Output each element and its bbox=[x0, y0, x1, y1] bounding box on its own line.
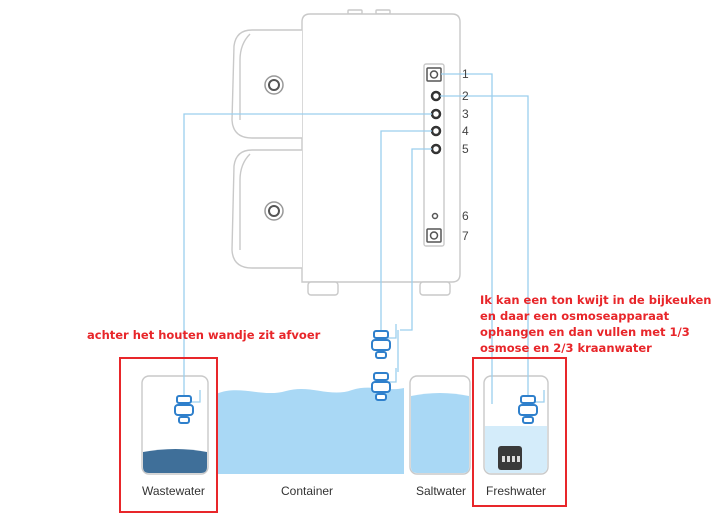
freshwater-highlight-box bbox=[472, 357, 567, 507]
port-label-7: 7 bbox=[462, 229, 469, 243]
machine-foot bbox=[307, 281, 339, 296]
port-label-5: 5 bbox=[462, 142, 469, 156]
saltwater-tank bbox=[409, 375, 471, 475]
pipe-port-5 bbox=[400, 148, 432, 331]
panel-ports bbox=[426, 67, 442, 243]
hose-connector bbox=[174, 395, 194, 424]
wastewater-label: Wastewater bbox=[142, 484, 205, 498]
hose-connector bbox=[371, 330, 391, 359]
machine-unit bbox=[231, 9, 461, 296]
port-2-socket bbox=[430, 90, 442, 102]
port-label-1: 1 bbox=[462, 67, 469, 81]
pipe-port-1 bbox=[441, 73, 493, 404]
saltwater-label: Saltwater bbox=[416, 484, 467, 498]
bracket bbox=[387, 324, 397, 339]
kitchen-note-line-3: ophangen en dan vullen met 1/3 bbox=[480, 325, 690, 339]
pipe-port-3 bbox=[183, 113, 432, 396]
port-5-socket bbox=[430, 143, 442, 155]
freshwater-label: Freshwater bbox=[486, 484, 547, 498]
wastewater-fill bbox=[143, 449, 207, 473]
container-water bbox=[216, 387, 404, 474]
port-7-socket bbox=[426, 228, 442, 243]
kitchen-note-line-2: en daar een osmoseapparaat bbox=[480, 309, 670, 323]
container-label: Container bbox=[281, 484, 334, 498]
saltwater-fill bbox=[411, 393, 469, 473]
kitchen-note-line-1: Ik kan een ton kwijt in de bijkeuken bbox=[480, 293, 712, 307]
port-label-2: 2 bbox=[462, 89, 469, 103]
connector-panel bbox=[423, 63, 445, 247]
port-label-6: 6 bbox=[462, 209, 469, 223]
port-label-3: 3 bbox=[462, 107, 469, 121]
pipe-port-4 bbox=[380, 130, 432, 331]
drain-note: achter het houten wandje zit afvoer bbox=[87, 328, 321, 342]
container-basin bbox=[216, 387, 404, 474]
port-6-socket bbox=[431, 212, 439, 220]
port-3-socket bbox=[430, 108, 442, 120]
wastewater-highlight-box bbox=[119, 357, 218, 513]
pump-head-upper bbox=[264, 75, 284, 95]
kitchen-note-line-4: osmose en 2/3 kraanwater bbox=[480, 341, 652, 355]
port-4-socket bbox=[430, 125, 442, 137]
pump-head-lower bbox=[264, 201, 284, 221]
wastewater-tank bbox=[141, 375, 209, 475]
freshwater-tank bbox=[483, 375, 549, 475]
machine-foot bbox=[419, 281, 451, 296]
port-label-4: 4 bbox=[462, 124, 469, 138]
hose-connector bbox=[518, 395, 538, 424]
hose-connector bbox=[371, 372, 391, 401]
bracket bbox=[190, 390, 201, 403]
pipes bbox=[183, 73, 545, 404]
port-1-socket bbox=[426, 67, 442, 82]
pipe-port-2 bbox=[440, 95, 529, 396]
bracket bbox=[534, 390, 545, 403]
